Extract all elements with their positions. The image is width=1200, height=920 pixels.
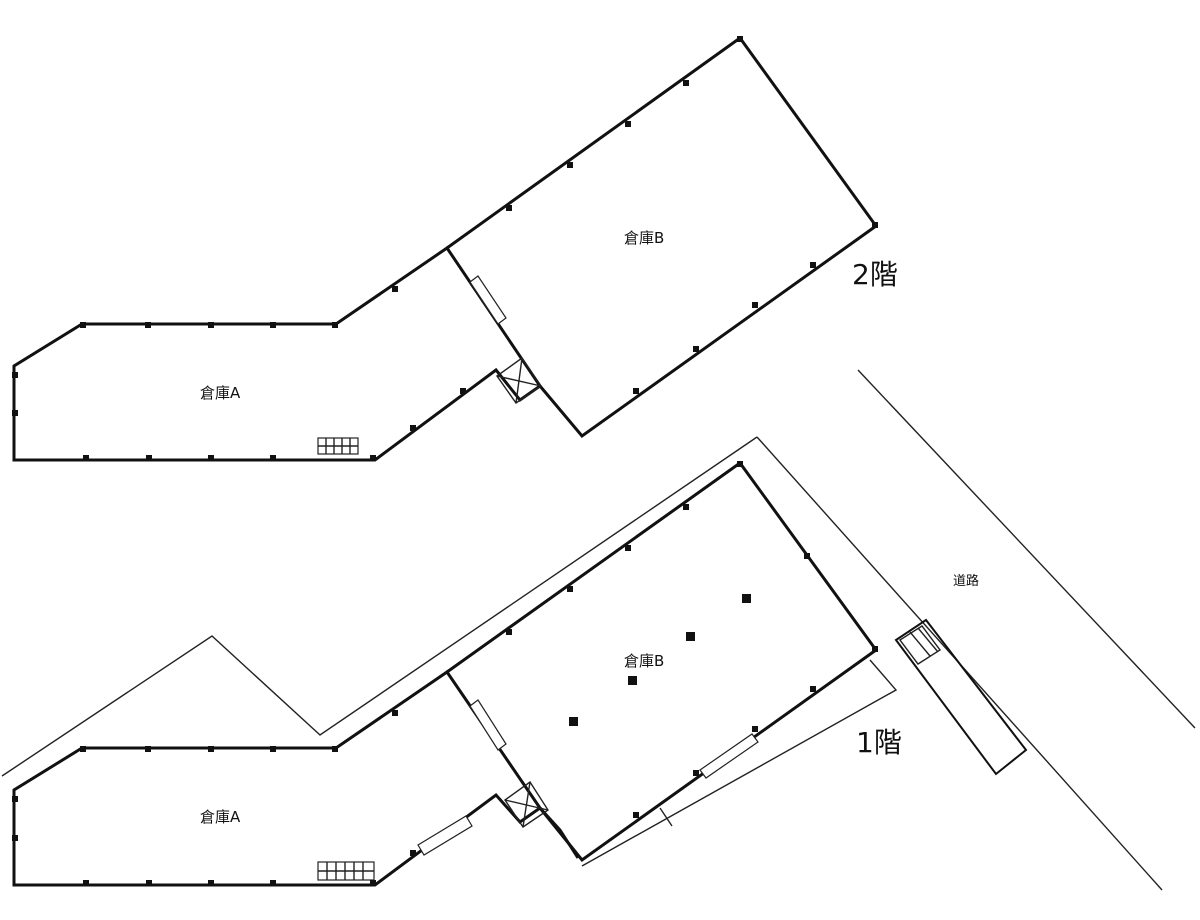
second-floor-door [469,275,507,325]
first-floor-label: 1階 [856,726,902,759]
first-floor-entrance-wall [538,806,580,859]
first-floor-site-boundary-right [581,659,898,867]
second-floor-columns [12,36,878,461]
first-floor-columns [12,461,878,886]
second-floor-warehouse-a-outline [12,245,543,462]
second-floor-warehouse-b-label: 倉庫B [624,229,664,247]
first-floor-door-side [699,733,759,779]
road: 道路 [756,369,1196,891]
second-floor-elevator [496,357,542,404]
first-floor-partition [659,807,673,827]
road-label: 道路 [953,573,979,589]
first-floor-stair-fixture [317,861,375,881]
first-floor-elevator [504,781,549,828]
second-floor-stair-fixture [317,437,359,455]
second-floor-warehouse-a-label: 倉庫A [200,384,241,402]
second-floor-label: 2階 [852,258,898,291]
first-floor-guard-house [894,618,1028,776]
first-floor: 倉庫A 倉庫B 1階 [1,436,1028,887]
first-floor-warehouse-b-label: 倉庫B [624,652,664,670]
first-floor-warehouse-a-outline [12,669,543,887]
road-edge-line-outer [857,369,1196,729]
first-floor-door-inner [469,699,507,751]
first-floor-door-front [417,815,473,856]
first-floor-warehouse-a-label: 倉庫A [200,808,241,826]
second-floor: 倉庫A 倉庫B 2階 [12,35,898,462]
first-floor-site-boundary [1,436,758,777]
